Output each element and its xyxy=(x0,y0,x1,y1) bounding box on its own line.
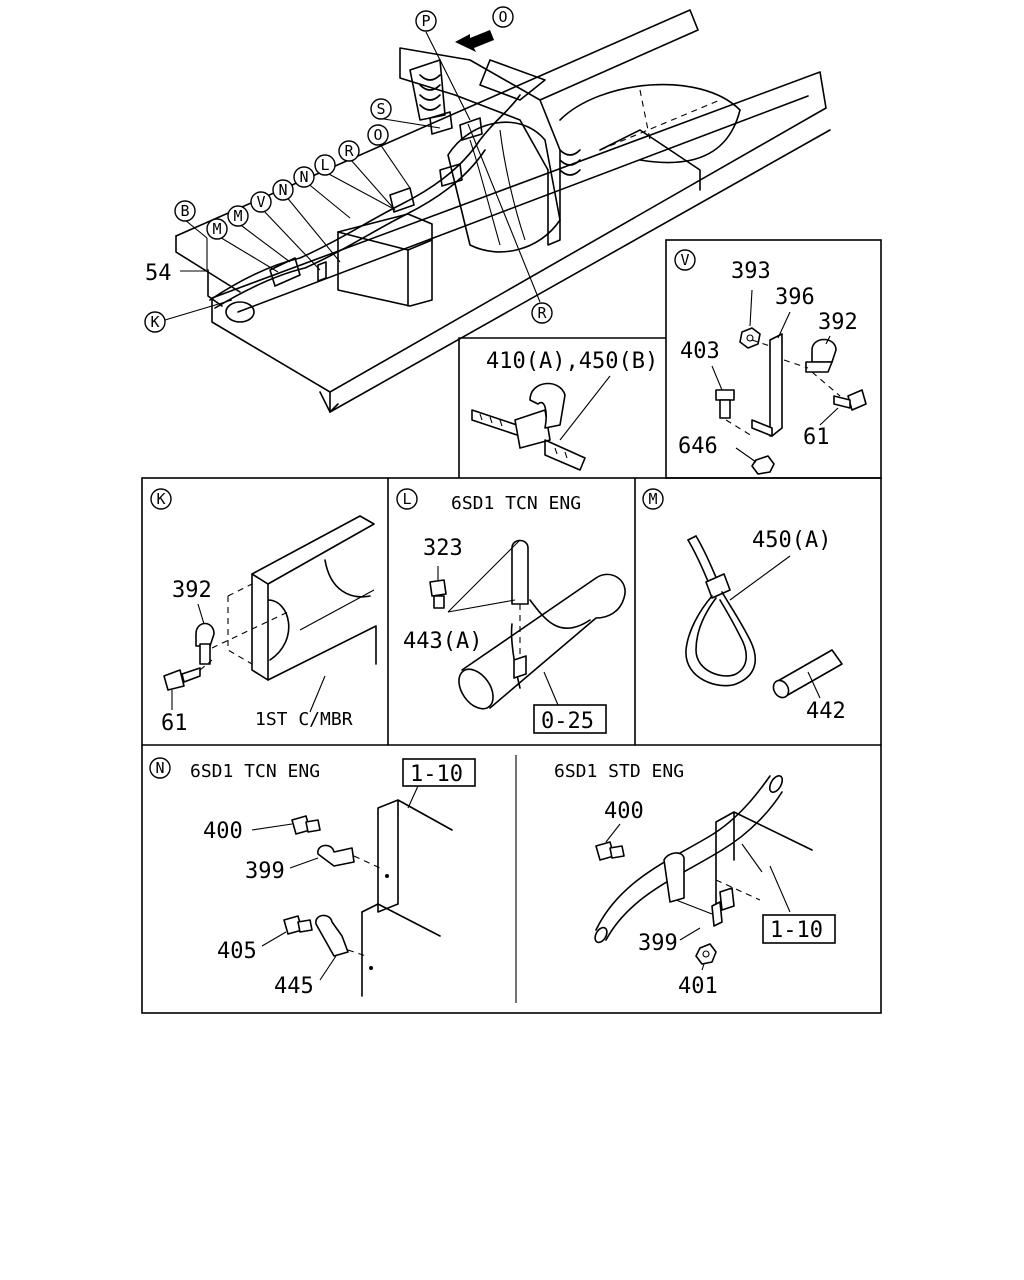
callout-m-1: M xyxy=(233,207,242,225)
panel-v: V 393 396 392 403 646 61 xyxy=(665,239,882,479)
section-grid xyxy=(141,477,882,1014)
n-std-part-399: 399 xyxy=(638,931,678,956)
callout-k: K xyxy=(150,313,159,331)
callout-b: B xyxy=(180,202,189,220)
callout-p: P xyxy=(421,12,430,30)
n-tcn-part-400: 400 xyxy=(203,819,243,844)
n-tcn-ref: 1-10 xyxy=(410,762,463,787)
v-part-396: 396 xyxy=(775,285,815,310)
n-tcn-part-399: 399 xyxy=(245,859,285,884)
panel-k-circle: K xyxy=(156,490,165,508)
n-std-ref-box xyxy=(762,914,836,944)
panel-n-circle: N xyxy=(155,759,164,777)
chassis-frame-drawing xyxy=(175,9,831,413)
panel-k: K 392 61 1ST C/MBR xyxy=(150,488,377,736)
v-part-61: 61 xyxy=(803,425,830,450)
panel-n-tcn: N 6SD1 TCN ENG 1-10 400 399 405 445 xyxy=(149,757,476,999)
panel-l: L 6SD1 TCN ENG 323 443(A) 0-25 xyxy=(396,488,626,734)
panel-l-circle: L xyxy=(402,490,411,508)
panel-m-circle: M xyxy=(648,490,657,508)
n-tcn-part-445: 445 xyxy=(274,974,314,999)
n-std-title: 6SD1 STD ENG xyxy=(554,761,684,782)
v-part-392: 392 xyxy=(818,310,858,335)
callout-v: V xyxy=(256,193,265,211)
panel-n-std: 6SD1 STD ENG 1-10 400 399 401 xyxy=(554,761,836,999)
k-part-61: 61 xyxy=(161,711,188,736)
panel-m: M 450(A) 442 xyxy=(642,488,846,724)
n-std-part-400: 400 xyxy=(604,799,644,824)
callout-o-top: O xyxy=(498,8,507,26)
n-std-part-401: 401 xyxy=(678,974,718,999)
callout-m-2: M xyxy=(212,220,221,238)
callout-s: S xyxy=(376,100,385,118)
callout-l: L xyxy=(320,156,329,174)
m-part-450: 450(A) xyxy=(752,528,831,553)
n-tcn-title: 6SD1 TCN ENG xyxy=(190,761,320,782)
l-part-323: 323 xyxy=(423,536,463,561)
v-part-646: 646 xyxy=(678,434,718,459)
v-part-393: 393 xyxy=(731,259,771,284)
l-ref-box xyxy=(533,704,607,734)
k-note-1st-cmbr: 1ST C/MBR xyxy=(255,709,353,730)
n-std-ref: 1-10 xyxy=(770,918,823,943)
main-callouts: P O S O R L N N V M M B K R 54 xyxy=(144,6,553,333)
main-leader-lines xyxy=(164,31,541,321)
callout-o-mid: O xyxy=(373,126,382,144)
callout-n-2: N xyxy=(278,181,287,199)
l-ref: 0-25 xyxy=(541,709,594,734)
l-title: 6SD1 TCN ENG xyxy=(451,493,581,514)
v-part-403: 403 xyxy=(680,339,720,364)
l-part-443: 443(A) xyxy=(403,629,482,654)
k-part-392: 392 xyxy=(172,578,212,603)
clip-part-label: 410(A),450(B) xyxy=(486,349,658,374)
n-tcn-ref-box xyxy=(402,758,476,787)
n-tcn-part-405: 405 xyxy=(217,939,257,964)
callout-n-1: N xyxy=(299,168,308,186)
panel-clip: 410(A),450(B) xyxy=(458,337,666,478)
callout-r-bottom: R xyxy=(537,304,547,322)
panel-v-circle: V xyxy=(680,251,689,269)
m-part-442: 442 xyxy=(806,699,846,724)
part-54-label: 54 xyxy=(145,261,172,286)
callout-r-top: R xyxy=(344,142,354,160)
